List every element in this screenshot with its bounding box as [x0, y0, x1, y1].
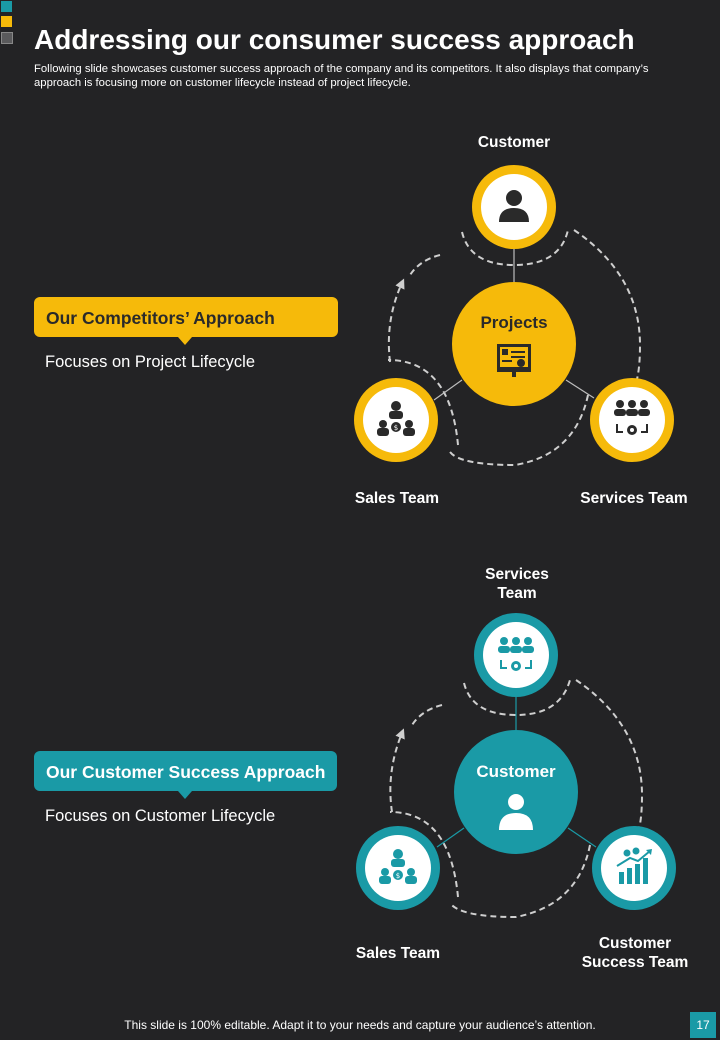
decor-square-yellow	[1, 16, 12, 27]
node-label-services-team-line2: Team	[497, 585, 537, 602]
customer-center-circle	[454, 730, 578, 854]
services-team-icon	[614, 400, 650, 435]
decor-square-teal	[1, 1, 12, 12]
competitors-cycle: $	[354, 165, 674, 467]
person-icon	[499, 794, 533, 830]
services-team-icon	[498, 637, 534, 671]
svg-text:$: $	[394, 424, 398, 432]
node-label-services-team: Services Team	[580, 490, 688, 507]
node-label-customer-success-line2: Success Team	[581, 954, 689, 971]
page-number: 17	[690, 1012, 716, 1038]
center-label-customer: Customer	[476, 762, 556, 781]
competitors-approach-label: Our Competitors’ Approach	[34, 297, 338, 345]
company-approach-label: Our Customer Success Approach	[34, 751, 337, 799]
footer-note: This slide is 100% editable. Adapt it to…	[124, 1018, 596, 1032]
connector-lines	[433, 249, 595, 401]
node-label-customer-success-line1: Customer	[598, 935, 672, 952]
page-title: Addressing our consumer success approach	[34, 24, 635, 55]
company-description: Focuses on Customer Lifecycle	[45, 807, 276, 825]
decor-square-gray	[1, 32, 13, 44]
node-label-sales-team: Sales Team	[354, 490, 440, 507]
connector-lines	[436, 697, 597, 848]
node-label-customer: Customer	[477, 134, 551, 151]
page-subtitle: Following slide showcases customer succe…	[34, 63, 649, 89]
competitors-description: Focuses on Project Lifecycle	[45, 353, 256, 371]
sales-team-icon: $	[377, 401, 415, 436]
svg-text:$: $	[396, 872, 400, 880]
person-icon	[499, 190, 529, 222]
presentation-board-icon	[497, 344, 531, 377]
node-label-services-team-line1: Services	[485, 566, 549, 583]
company-cycle: $	[356, 613, 676, 919]
center-label-projects: Projects	[480, 313, 548, 332]
growth-chart-team-icon	[616, 847, 652, 884]
sales-team-icon: $	[379, 849, 417, 884]
node-label-sales-team: Sales Team	[355, 945, 441, 962]
